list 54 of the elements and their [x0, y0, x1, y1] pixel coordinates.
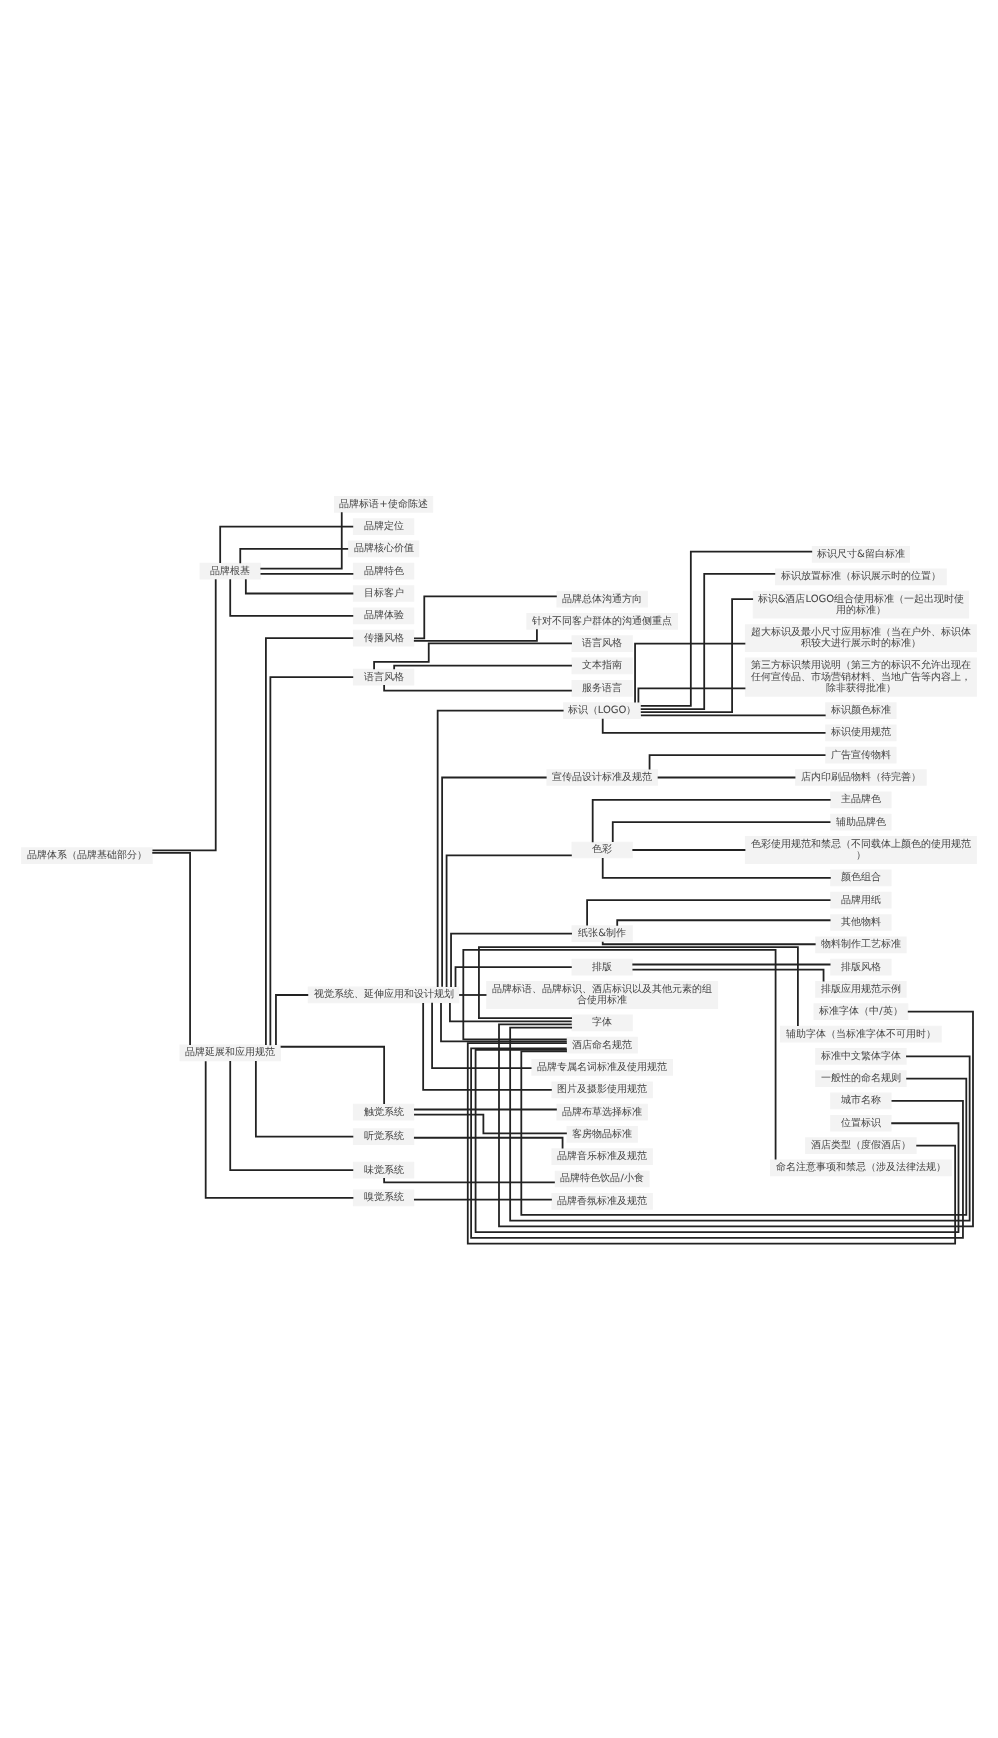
connector — [219, 524, 355, 563]
connector — [413, 1112, 568, 1134]
connector — [639, 597, 754, 713]
connector — [431, 1000, 533, 1068]
connector — [458, 993, 488, 995]
connector — [520, 1049, 968, 1215]
connector — [656, 775, 797, 778]
connector — [601, 716, 827, 733]
connector — [255, 1059, 355, 1137]
connector — [393, 663, 573, 670]
connector — [631, 967, 825, 982]
connector — [639, 549, 814, 706]
connector — [591, 797, 832, 843]
connector — [441, 775, 548, 987]
connector — [383, 683, 573, 691]
connector — [454, 965, 573, 987]
connector — [639, 572, 777, 709]
connector — [244, 577, 355, 594]
connector — [413, 627, 538, 641]
connector — [259, 571, 355, 574]
connector — [204, 1059, 355, 1198]
connector — [422, 1001, 553, 1090]
connector — [611, 820, 832, 842]
connector — [440, 1001, 568, 1042]
connector — [449, 1001, 573, 1022]
connector — [445, 853, 573, 987]
connector — [631, 848, 747, 850]
connector — [151, 850, 191, 1045]
connector — [616, 918, 832, 926]
connector — [383, 1176, 556, 1183]
connector — [631, 962, 832, 965]
connector — [275, 993, 310, 1045]
connector — [462, 947, 777, 1160]
connector — [478, 945, 799, 1026]
connector — [637, 686, 747, 703]
connector — [413, 1107, 558, 1110]
connector — [279, 1044, 385, 1104]
connector — [634, 641, 747, 703]
connector — [151, 577, 217, 851]
connector — [436, 708, 565, 987]
connector — [413, 1135, 564, 1149]
connector — [239, 547, 350, 563]
connector — [229, 1059, 355, 1170]
connector — [450, 931, 573, 987]
connector — [413, 1197, 553, 1200]
connector — [259, 510, 343, 569]
connector — [601, 939, 817, 945]
connector — [413, 594, 558, 639]
connector — [229, 577, 355, 616]
connector — [640, 713, 827, 716]
connector — [373, 641, 573, 670]
connector — [586, 898, 832, 926]
connector — [601, 856, 832, 878]
connector — [648, 753, 827, 770]
